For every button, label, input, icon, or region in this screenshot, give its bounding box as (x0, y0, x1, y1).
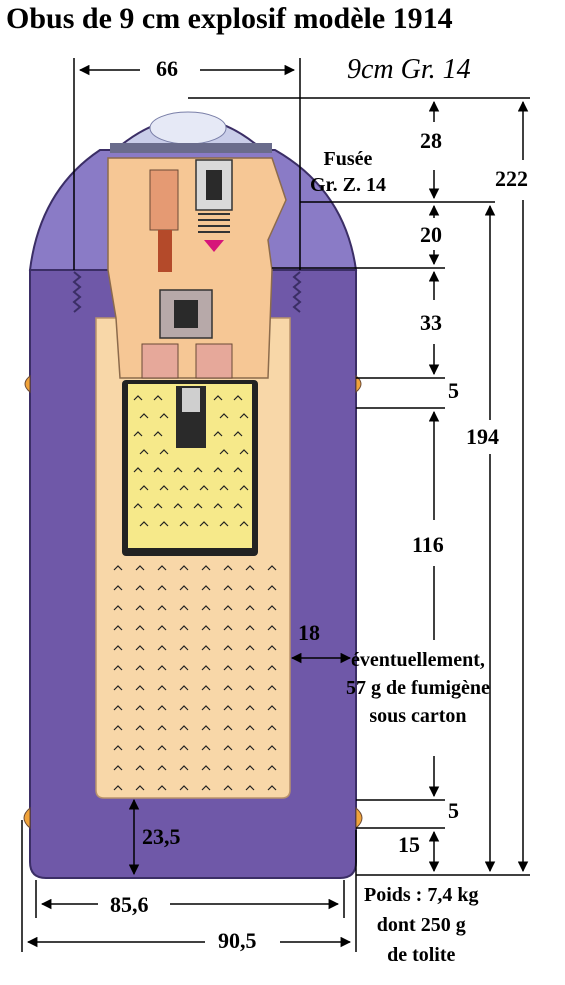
dim-top-width: 66 (156, 56, 178, 81)
dim-fuse-height: 28 (420, 128, 442, 153)
band-upper-left (24, 374, 31, 394)
dim-body-height: 194 (466, 424, 499, 449)
fuse-cap-rim (110, 143, 272, 153)
smoke-note-line-2: 57 g de fumigène (346, 677, 490, 699)
spring (198, 213, 230, 233)
dim-seg-20: 20 (420, 222, 442, 247)
clockwork-core (206, 170, 222, 200)
thread-left (72, 271, 82, 313)
dim-base-15: 15 (398, 832, 420, 857)
dim-total-height: 222 (495, 166, 528, 191)
weight-note-line-3: de tolite (387, 944, 456, 966)
smoke-note-line-3: sous carton (369, 705, 467, 727)
dim-band-lower: 5 (448, 798, 459, 823)
dim-cavity: 116 (412, 532, 444, 557)
relay-left (141, 343, 179, 379)
fuse-label-line-1: Fusée (323, 148, 373, 170)
relay-right (195, 343, 233, 379)
booster-core (174, 300, 198, 328)
smoke-note: éventuellement, 57 g de fumigène sous ca… (346, 646, 490, 730)
dim-base-thickness: 23,5 (142, 824, 181, 849)
detonator-tube-top (182, 388, 200, 412)
weight-note: Poids : 7,4 kg dont 250 g de tolite (364, 880, 478, 970)
dim-inner-width: 85,6 (110, 892, 149, 917)
fuse-label: Fusée Gr. Z. 14 (310, 146, 386, 198)
band-lower-left (23, 806, 31, 830)
striker-channel (149, 169, 179, 231)
fuse-cap-lens (149, 111, 227, 145)
dimension-lines (21, 58, 530, 952)
smoke-note-line-1: éventuellement, (351, 649, 485, 671)
explosive-texture (113, 395, 277, 791)
fuse-label-line-2: Gr. Z. 14 (310, 174, 386, 196)
weight-note-line-2: dont 250 g (376, 914, 466, 936)
dim-wall: 18 (298, 620, 320, 645)
magenta-cap (204, 240, 224, 252)
page-title: Obus de 9 cm explosif modèle 1914 (6, 2, 453, 35)
detonator-rod (158, 230, 172, 272)
dim-band-upper: 5 (448, 378, 459, 403)
dim-seg-33: 33 (420, 310, 442, 335)
model-subtitle: 9cm Gr. 14 (347, 54, 471, 85)
dim-outer-width: 90,5 (218, 928, 257, 953)
thread-right (292, 271, 302, 313)
weight-note-line-1: Poids : 7,4 kg (364, 884, 479, 906)
band-lower-right (355, 806, 363, 830)
